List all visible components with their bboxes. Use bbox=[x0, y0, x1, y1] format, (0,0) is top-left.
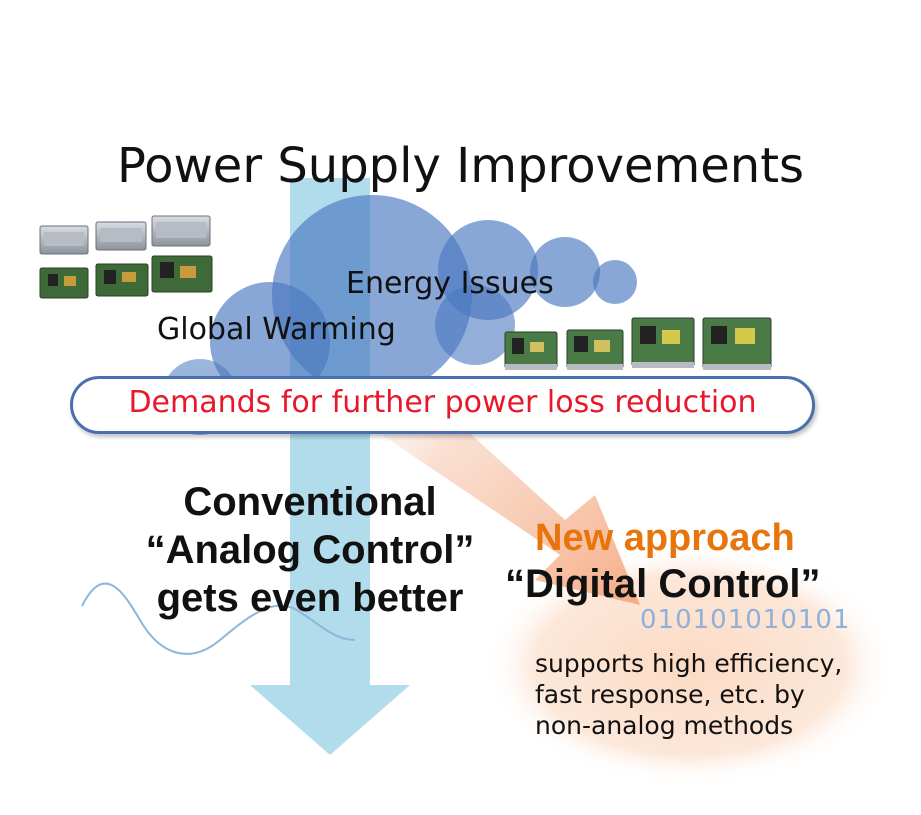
analog-wave bbox=[81, 582, 356, 655]
conventional-line2: “Analog Control” bbox=[145, 528, 475, 572]
conventional-line3: gets even better bbox=[156, 576, 464, 620]
description-line3: non-analog methods bbox=[535, 711, 794, 740]
description-line1: supports high efficiency, bbox=[535, 649, 843, 678]
demands-text: Demands for further power loss reduction bbox=[128, 385, 757, 420]
conventional-line1: Conventional bbox=[183, 480, 437, 524]
power-supply-unit-icon bbox=[39, 215, 213, 299]
new-approach-heading: New approach bbox=[535, 517, 795, 559]
conventional-block: Conventional “Analog Control” gets even … bbox=[130, 478, 490, 622]
digital-control-label: “Digital Control” bbox=[505, 562, 821, 606]
digital-description: supports high efficiency, fast response,… bbox=[535, 648, 842, 741]
circuit-board-icon bbox=[504, 317, 772, 370]
demands-banner bbox=[70, 376, 815, 434]
page-title: Power Supply Improvements bbox=[116, 138, 805, 194]
binary-text: 010101010101 bbox=[640, 605, 851, 635]
energy-issues-label: Energy Issues bbox=[346, 266, 554, 301]
global-warming-label: Global Warming bbox=[157, 312, 396, 347]
description-line2: fast response, etc. by bbox=[535, 680, 805, 709]
digital-glow bbox=[485, 545, 895, 785]
